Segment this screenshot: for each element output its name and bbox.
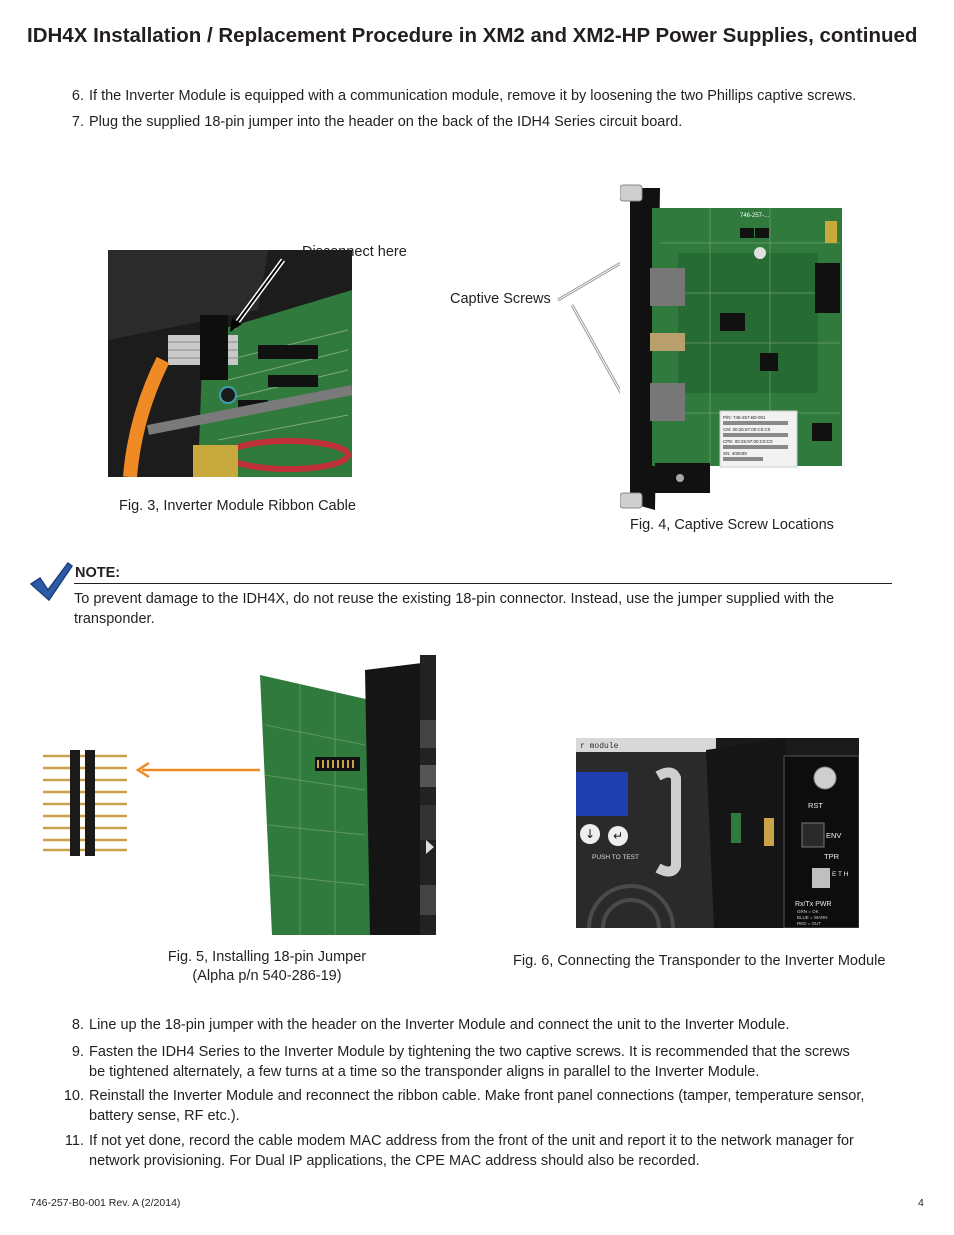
board-label-sn: SN: 400039	[723, 451, 747, 456]
step-8: 8. Line up the 18-pin jumper with the he…	[60, 1016, 940, 1038]
note-divider	[74, 583, 892, 584]
rxtx-pwr-label: Rx/Tx PWR	[795, 901, 832, 908]
step-text-line1: Reinstall the Inverter Module and reconn…	[89, 1088, 865, 1104]
step-9: 9. Fasten the IDH4 Series to the Inverte…	[60, 1043, 940, 1083]
step-text-line1: Fasten the IDH4 Series to the Inverter M…	[89, 1044, 850, 1060]
step-number: 11.	[64, 1133, 84, 1149]
board-label-cpe: CPE: 00:26:97:00:C0:C0	[723, 439, 773, 444]
eth-label: E T H	[832, 871, 849, 878]
fig5-jumper-install-photo	[260, 655, 438, 935]
note-label: NOTE:	[75, 565, 121, 581]
note-text: To prevent damage to the IDH4X, do not r…	[74, 591, 835, 627]
fig5-caption: Fig. 5, Installing 18-pin Jumper (Alpha …	[150, 948, 384, 986]
step-number: 8.	[71, 1017, 84, 1033]
legend-grn: GRN = OK	[797, 909, 819, 914]
step-text: If the Inverter Module is equipped with …	[89, 88, 857, 104]
step-number: 9.	[71, 1044, 84, 1060]
fig3-caption: Fig. 3, Inverter Module Ribbon Cable	[119, 498, 356, 514]
board-part-number: 746-257-...	[740, 213, 769, 219]
board-label-pn: P/N: 746-257-B0-001	[723, 415, 766, 420]
push-to-test-label: PUSH TO TEST	[592, 854, 639, 861]
fig4-caption: Fig. 4, Captive Screw Locations	[630, 517, 834, 533]
18-pin-jumper-image	[43, 750, 127, 856]
step-text-line2: network provisioning. For Dual IP applic…	[89, 1152, 700, 1169]
fig4-illustration: 746-257-... P/N: 746-257-B0-001 CM: 00:2…	[620, 183, 845, 510]
step-text-line2: be tightened alternately, a few turns at…	[89, 1063, 760, 1080]
footer-page-number: 4	[918, 1197, 924, 1209]
svg-text:↵: ↵	[613, 829, 623, 843]
step-number: 10.	[63, 1088, 84, 1104]
fig3-illustration	[108, 250, 352, 477]
step-10: 10. Reinstall the Inverter Module and re…	[60, 1087, 940, 1127]
env-label: ENV	[826, 831, 841, 840]
board-label-cm: CM: 00:26:97:00:C0:C0	[723, 427, 771, 432]
rst-label: RST	[808, 801, 823, 810]
tpr-label: TPR	[824, 852, 840, 861]
legend-blue: BLUE = WARN	[797, 915, 827, 920]
page-title: IDH4X Installation / Replacement Procedu…	[27, 24, 918, 47]
legend-red: RED = OUT	[797, 921, 821, 926]
step-text-line1: If not yet done, record the cable modem …	[89, 1133, 854, 1149]
fig5-caption-line2: (Alpha p/n 540-286-19)	[192, 968, 342, 984]
step-6: 6. If the Inverter Module is equipped wi…	[60, 87, 940, 107]
fig6-caption: Fig. 6, Connecting the Transponder to th…	[513, 953, 886, 969]
captive-screws-callout: Captive Screws	[450, 291, 551, 307]
step-number: 7.	[71, 114, 84, 130]
step-text: Plug the supplied 18-pin jumper into the…	[89, 114, 683, 130]
step-11: 11. If not yet done, record the cable mo…	[60, 1132, 940, 1172]
module-label: r module	[580, 742, 619, 751]
fig6-transponder-photo: r module ↓ ↵ PUSH TO TEST RST ENV TPR E …	[576, 738, 859, 928]
fig5-illustration	[260, 655, 438, 935]
fig6-illustration: r module ↓ ↵ PUSH TO TEST RST ENV TPR E …	[576, 738, 859, 928]
fig5-caption-line1: Fig. 5, Installing 18-pin Jumper	[167, 949, 367, 965]
fig3-ribbon-cable-photo	[108, 250, 352, 477]
step-7: 7. Plug the supplied 18-pin jumper into …	[60, 113, 940, 133]
disconnect-here-callout: Disconnect here	[302, 244, 407, 260]
footer-doc-number: 746-257-B0-001 Rev. A (2/2014)	[30, 1197, 181, 1209]
fig4-captive-screws-photo: 746-257-... P/N: 746-257-B0-001 CM: 00:2…	[620, 183, 845, 510]
step-text: Line up the 18-pin jumper with the heade…	[89, 1017, 790, 1033]
checkmark-icon	[29, 561, 74, 602]
step-number: 6.	[71, 88, 84, 104]
step-text-line2: battery sense, RF etc.).	[89, 1107, 240, 1124]
svg-text:↓: ↓	[585, 827, 595, 841]
